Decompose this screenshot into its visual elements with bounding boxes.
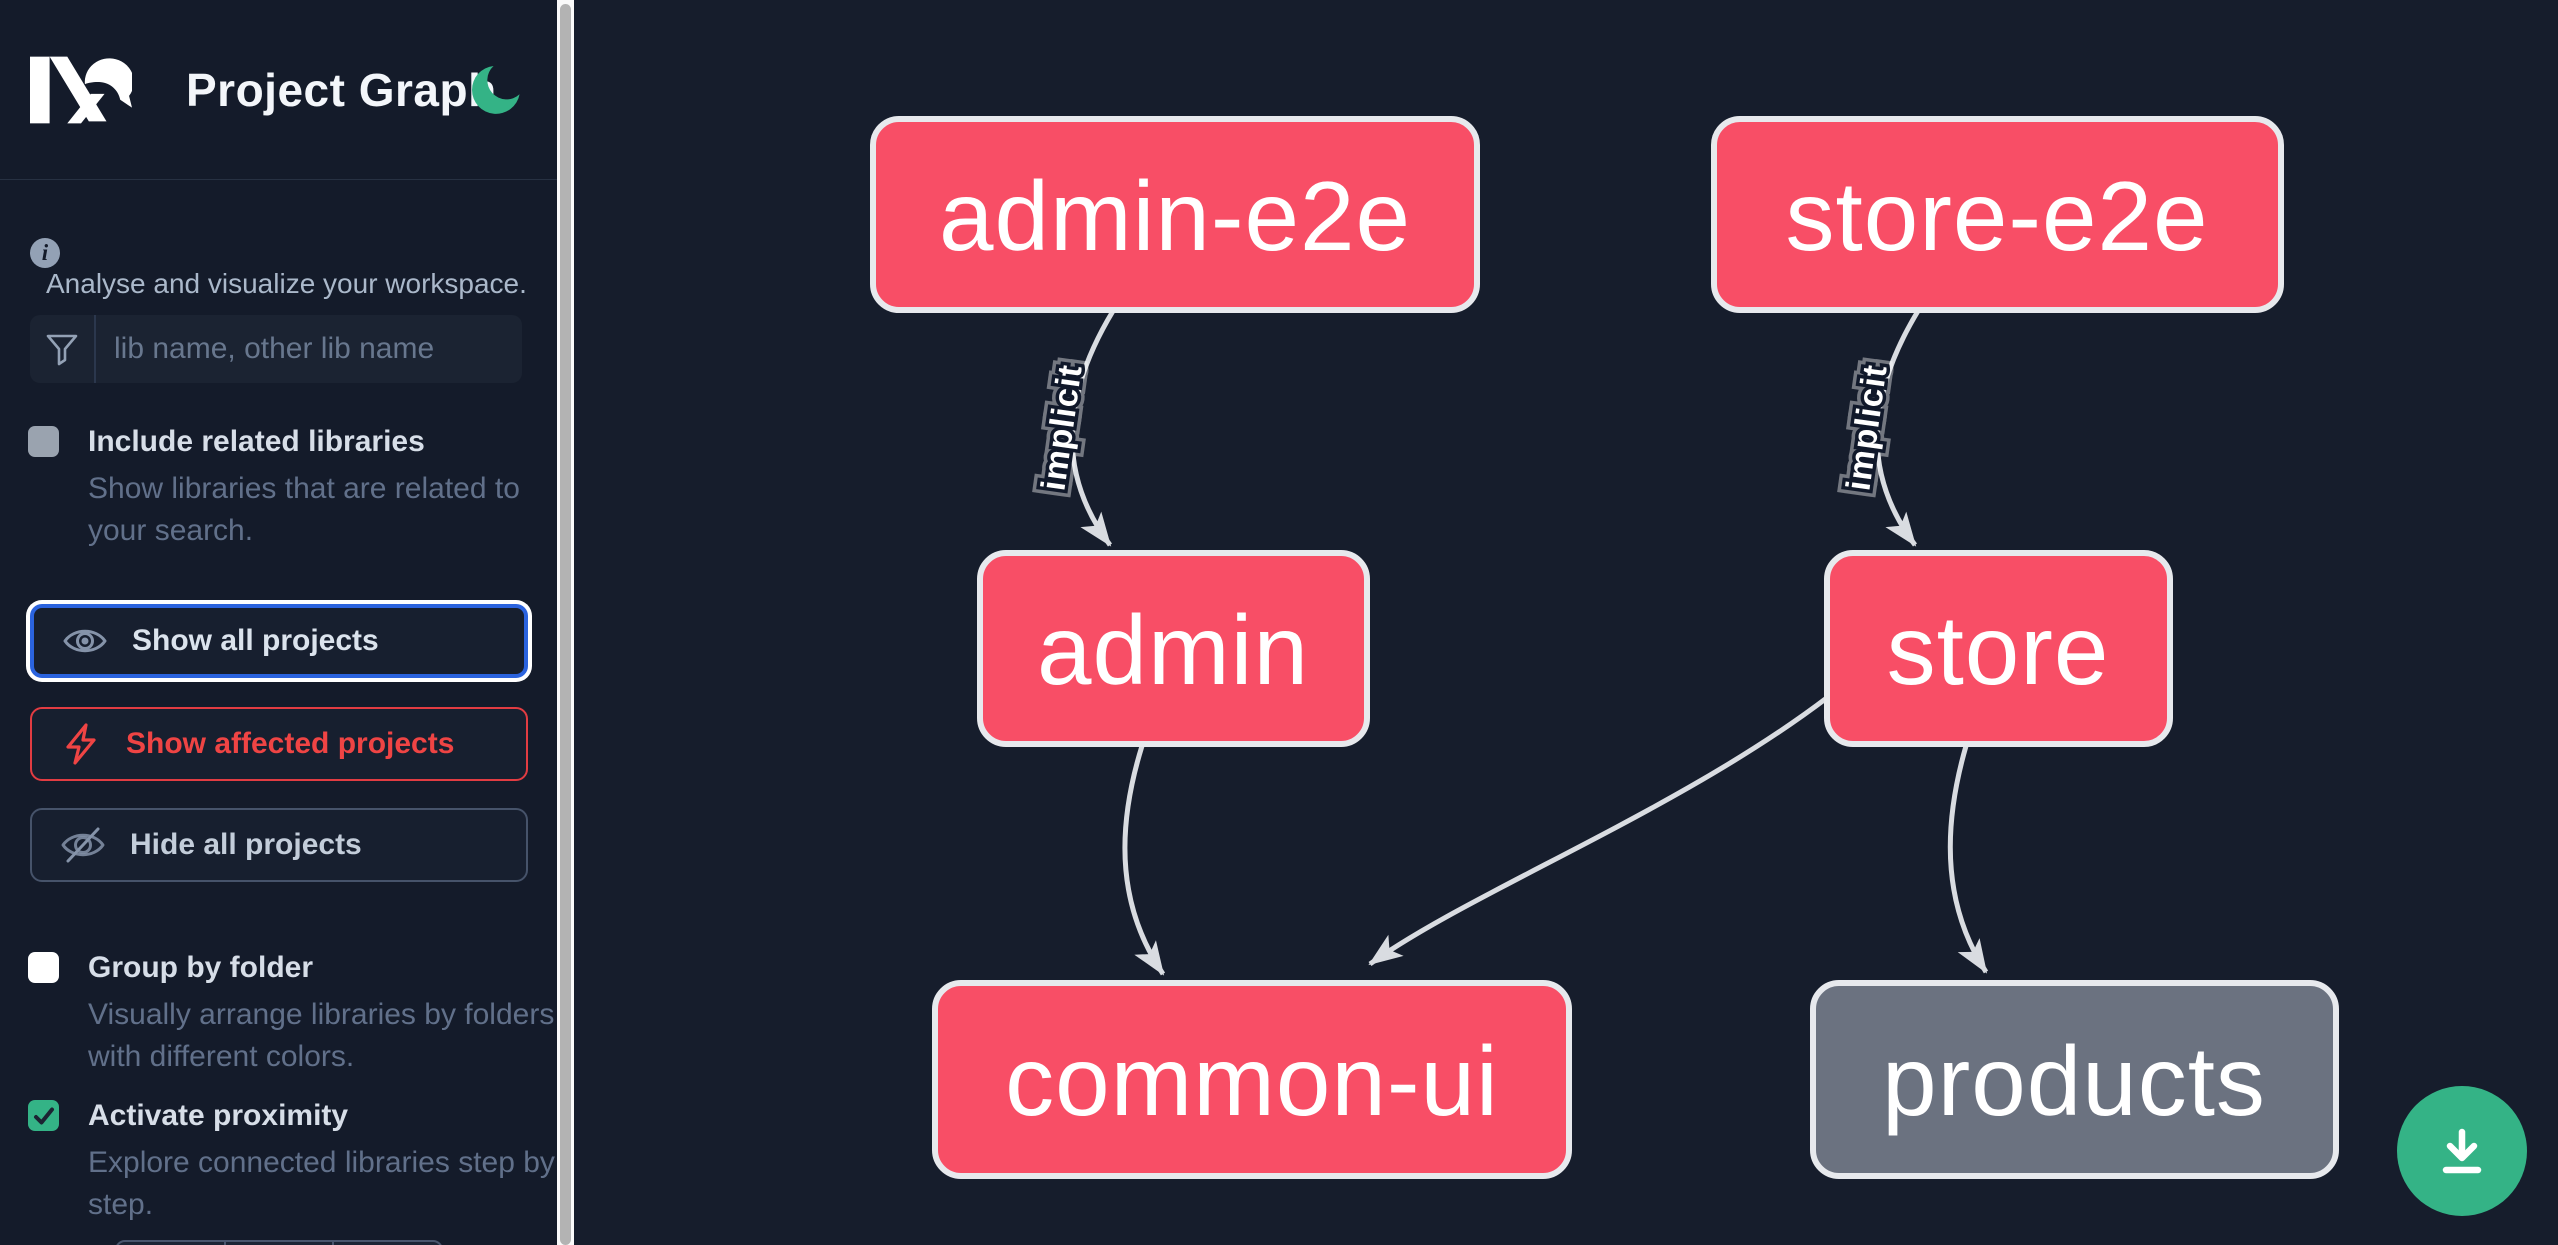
edge-admin-to-common-ui[interactable] bbox=[1122, 745, 1166, 976]
toggle-description: Visually arrange libraries by folders wi… bbox=[88, 998, 555, 1073]
edge-label-implicit: implicit implicit bbox=[1832, 355, 1901, 500]
toggle-include-related: Include related libraries Show libraries… bbox=[28, 424, 528, 552]
segment-option[interactable] bbox=[223, 1242, 333, 1245]
show-affected-projects-button[interactable]: Show affected projects bbox=[30, 707, 528, 781]
toggle-description: Explore connected libraries step by step… bbox=[88, 1146, 555, 1221]
toggle-label[interactable]: Activate proximity bbox=[88, 1099, 349, 1132]
segment-option[interactable] bbox=[332, 1242, 441, 1245]
checkmark-icon bbox=[33, 1107, 54, 1124]
edge-store-to-common-ui[interactable] bbox=[1368, 695, 1830, 967]
group-by-folder-checkbox[interactable] bbox=[28, 952, 59, 983]
include-related-checkbox[interactable] bbox=[28, 426, 59, 457]
node-label: admin bbox=[1037, 595, 1309, 705]
node-label: store-e2e bbox=[1785, 161, 2208, 271]
edge-label-implicit: implicit implicit bbox=[1027, 355, 1096, 500]
display-options-segmented-control[interactable] bbox=[115, 1240, 443, 1245]
search-input[interactable] bbox=[96, 315, 522, 383]
project-graph-canvas[interactable]: implicit implicit implicit implicit admi… bbox=[574, 0, 2558, 1245]
download-image-button[interactable] bbox=[2397, 1086, 2527, 1216]
info-icon: i bbox=[30, 238, 60, 268]
button-label: Hide all projects bbox=[130, 828, 362, 861]
search-box bbox=[30, 315, 522, 383]
graph-node-common-ui[interactable]: common-ui bbox=[932, 980, 1572, 1179]
node-label: admin-e2e bbox=[939, 161, 1411, 271]
toggle-activate-proximity: Activate proximity Explore connected lib… bbox=[28, 1098, 555, 1226]
hide-all-projects-button[interactable]: Hide all projects bbox=[30, 808, 528, 882]
workspace-tagline-row: i Analyse and visualize your workspace. bbox=[30, 238, 530, 300]
sidebar-header: Project Graph bbox=[0, 0, 557, 180]
graph-node-admin-e2e[interactable]: admin-e2e bbox=[870, 116, 1480, 313]
toggle-description: Show libraries that are related to your … bbox=[88, 472, 520, 547]
node-label: common-ui bbox=[1005, 1026, 1499, 1136]
sidebar-scrollbar-track[interactable] bbox=[557, 0, 574, 1245]
show-all-projects-button[interactable]: Show all projects bbox=[30, 604, 528, 678]
theme-toggle-button[interactable] bbox=[468, 62, 520, 118]
toggle-group-by-folder: Group by folder Visually arrange librari… bbox=[28, 950, 554, 1078]
activate-proximity-checkbox[interactable] bbox=[28, 1100, 59, 1131]
moon-icon bbox=[472, 65, 520, 114]
graph-node-products[interactable]: products bbox=[1810, 980, 2339, 1179]
workspace-tagline: Analyse and visualize your workspace. bbox=[46, 268, 527, 299]
button-label: Show affected projects bbox=[126, 727, 455, 760]
sidebar: Project Graph i Analyse and visualize yo… bbox=[0, 0, 557, 1245]
filter-funnel-icon bbox=[30, 315, 96, 383]
svg-text:implicit: implicit bbox=[1034, 362, 1089, 493]
eye-icon bbox=[62, 619, 108, 663]
sidebar-scrollbar-thumb[interactable] bbox=[560, 4, 571, 1245]
lightning-bolt-icon bbox=[60, 721, 102, 767]
edge-store-to-products[interactable] bbox=[1947, 745, 1989, 974]
svg-text:implicit: implicit bbox=[1839, 362, 1894, 493]
graph-node-store-e2e[interactable]: store-e2e bbox=[1711, 116, 2284, 313]
graph-node-admin[interactable]: admin bbox=[977, 550, 1370, 747]
button-label: Show all projects bbox=[132, 624, 379, 657]
toggle-label[interactable]: Group by folder bbox=[88, 951, 313, 984]
edge-admin-e2e-to-admin[interactable] bbox=[1069, 309, 1116, 547]
download-icon bbox=[2442, 1128, 2482, 1174]
edge-store-e2e-to-store[interactable] bbox=[1874, 309, 1921, 547]
graph-node-store[interactable]: store bbox=[1824, 550, 2173, 747]
node-label: products bbox=[1882, 1026, 2266, 1136]
page-title: Project Graph bbox=[186, 64, 497, 116]
nx-logo-icon bbox=[30, 56, 132, 124]
toggle-label[interactable]: Include related libraries bbox=[88, 425, 425, 458]
node-label: store bbox=[1887, 595, 2110, 705]
eye-off-icon bbox=[60, 823, 106, 867]
